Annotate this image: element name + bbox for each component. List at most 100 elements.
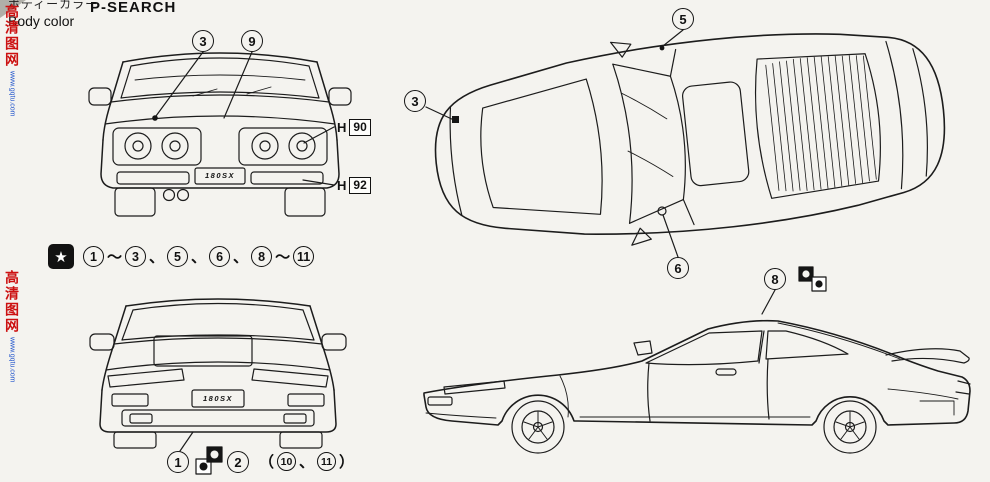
callout-front-9: 9 xyxy=(241,30,263,52)
front-wheel xyxy=(511,400,565,454)
callout-bottom-2: 2 xyxy=(227,451,249,473)
a-pillars xyxy=(110,61,330,103)
side-mirror xyxy=(633,340,653,356)
exhaust-tip xyxy=(162,188,176,202)
top-view-drawing xyxy=(434,33,946,246)
callout-top-6: 6 xyxy=(667,257,689,279)
door-glass xyxy=(645,330,763,366)
rear-glass-line xyxy=(777,322,901,360)
scan-smudge xyxy=(0,0,26,18)
front-indicator xyxy=(427,396,453,406)
left-tire xyxy=(113,431,157,449)
fuel-cap-circle xyxy=(657,206,667,216)
cowl-line xyxy=(113,337,323,345)
side-marker-square xyxy=(452,116,459,123)
left-signal-lamp xyxy=(111,393,149,407)
front-view-drawing xyxy=(88,52,352,217)
right-mirror xyxy=(321,333,347,351)
right-tire xyxy=(284,187,326,217)
watermark-url: www.gqtu.com xyxy=(8,71,16,117)
callout-front-3: 3 xyxy=(192,30,214,52)
right-mirror xyxy=(328,87,352,106)
rear-deck-edge xyxy=(885,40,904,190)
wheel-spokes xyxy=(835,411,865,440)
right-headlight-housing xyxy=(238,127,328,166)
windshield xyxy=(120,57,320,99)
bumper-slot-right xyxy=(250,171,324,185)
bumper-slot-left xyxy=(116,171,190,185)
sunroof-panel xyxy=(681,81,750,187)
note-separator: 、 xyxy=(233,249,249,266)
front-bumper xyxy=(99,389,337,433)
fender-sides xyxy=(102,101,338,141)
note-separator: 、 xyxy=(191,249,207,266)
hood-line xyxy=(105,361,331,371)
page-title-japanese: ボディーカラー xyxy=(8,0,99,11)
callout-top-3: 3 xyxy=(404,90,426,112)
a-pillar-lines xyxy=(612,63,684,224)
bumper-crease xyxy=(425,412,497,419)
note-separator: ～ xyxy=(107,249,123,266)
circled-number: 11 xyxy=(293,246,315,267)
page-title-english: Body color xyxy=(8,13,75,29)
spoiler-edge xyxy=(912,48,928,177)
paint-code-prefix: H xyxy=(337,120,347,135)
front-view-lower-drawing xyxy=(89,298,347,449)
headlight-lamps xyxy=(124,132,316,160)
cowl-line xyxy=(110,94,330,103)
rear-spoiler xyxy=(885,348,970,364)
note-separator: ） xyxy=(339,454,355,471)
watermark-url: www.gqtu.com xyxy=(8,337,16,383)
circled-number: 6 xyxy=(209,246,231,267)
callout-bottom-1: 1 xyxy=(167,451,189,473)
note-separator: ～ xyxy=(275,249,291,266)
roof-line xyxy=(125,298,311,307)
headlight-cover xyxy=(443,380,506,395)
star-glyph: ★ xyxy=(54,248,68,266)
note-separator: （ xyxy=(259,454,275,471)
quarter-glass xyxy=(765,330,849,360)
note-separator: 、 xyxy=(299,454,315,471)
paint-code-h92: H 92 xyxy=(337,177,371,194)
front-plate xyxy=(194,167,246,185)
right-signal-lamp xyxy=(287,393,325,407)
b-pillar-cuts xyxy=(669,48,695,226)
hood-panel xyxy=(480,78,603,215)
left-mirror xyxy=(89,333,115,351)
door-handle xyxy=(715,368,737,376)
hood-line xyxy=(104,115,336,125)
fender-sides xyxy=(101,343,335,391)
front-bumper-seam xyxy=(449,106,463,216)
callout-side-8: 8 xyxy=(764,268,786,290)
lower-plate-logo: 180SX xyxy=(202,394,234,403)
hood-center-panel xyxy=(153,335,253,367)
left-mirror xyxy=(88,87,112,106)
circled-number: 8 xyxy=(251,246,273,267)
windshield-base xyxy=(612,63,633,224)
front-bumper xyxy=(100,139,340,189)
right-tire xyxy=(279,431,323,449)
lower-intake xyxy=(121,409,315,427)
left-mirror xyxy=(609,41,632,58)
wipers xyxy=(192,86,272,97)
side-view-drawing xyxy=(423,319,971,454)
note-separator: 、 xyxy=(149,249,165,266)
watermark-site-name: 高清图网 xyxy=(4,4,20,68)
circled-number: 11 xyxy=(317,452,337,471)
site-watermark-top: 高清图网 www.gqtu.com xyxy=(2,4,22,117)
rear-wheel xyxy=(823,400,877,454)
site-watermark-bottom: 高清图网 www.gqtu.com xyxy=(2,270,22,383)
front-plate-logo: 180SX xyxy=(204,171,236,180)
paint-code-box: 92 xyxy=(349,177,371,194)
body-outline xyxy=(423,319,971,426)
b-pillar xyxy=(758,330,765,364)
license-plate xyxy=(191,389,245,408)
bottom-note-numbers: （10、11） xyxy=(258,451,355,472)
paint-icon-two-tone-bottom xyxy=(195,446,223,475)
wheel-spokes xyxy=(523,411,553,440)
a-pillars xyxy=(113,305,323,345)
paint-icon-two-tone-side xyxy=(798,266,827,292)
circled-number: 10 xyxy=(277,452,297,471)
hood-emblem-dot xyxy=(152,115,158,121)
